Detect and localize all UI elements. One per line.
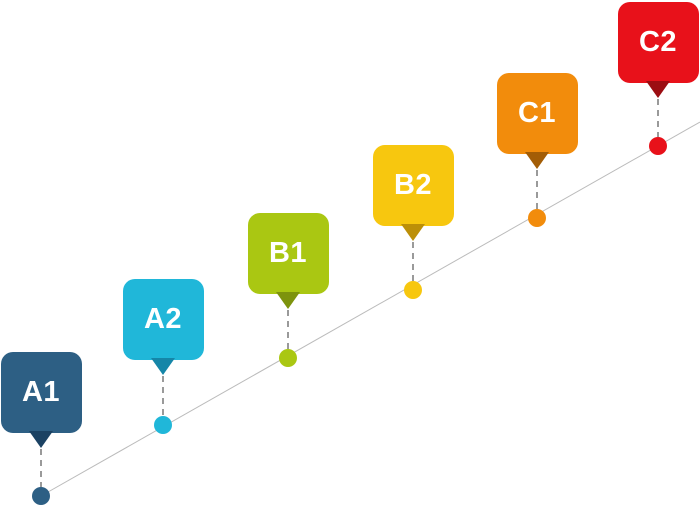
pointer-triangle-icon <box>151 358 175 375</box>
timeline-dot <box>279 349 297 367</box>
label-box: A2 <box>122 279 204 360</box>
label-box: C1 <box>496 73 578 154</box>
milestone-label: B1 <box>268 237 308 269</box>
dashed-connector <box>40 449 42 487</box>
timeline-dot <box>528 209 546 227</box>
timeline-dot <box>404 281 422 299</box>
milestone-label: C2 <box>638 26 678 58</box>
label-box: B1 <box>247 213 329 294</box>
pointer-triangle-icon <box>525 152 549 169</box>
timeline-dot <box>32 487 50 505</box>
dashed-connector <box>162 376 164 416</box>
label-box: A1 <box>0 352 82 433</box>
pointer-triangle-icon <box>29 431 53 448</box>
dashed-connector <box>412 242 414 281</box>
milestone-label: C1 <box>517 97 557 129</box>
timeline-baseline <box>40 121 700 497</box>
milestone-label: B2 <box>393 169 433 201</box>
label-box: B2 <box>372 145 454 226</box>
timeline-dot <box>649 137 667 155</box>
pointer-triangle-icon <box>276 292 300 309</box>
dashed-connector <box>536 170 538 209</box>
timeline-dot <box>154 416 172 434</box>
milestone-label: A1 <box>21 376 61 408</box>
pointer-triangle-icon <box>646 81 670 98</box>
milestone-label: A2 <box>143 303 183 335</box>
dashed-connector <box>287 310 289 349</box>
label-box: C2 <box>617 2 699 83</box>
pointer-triangle-icon <box>401 224 425 241</box>
dashed-connector <box>657 99 659 137</box>
